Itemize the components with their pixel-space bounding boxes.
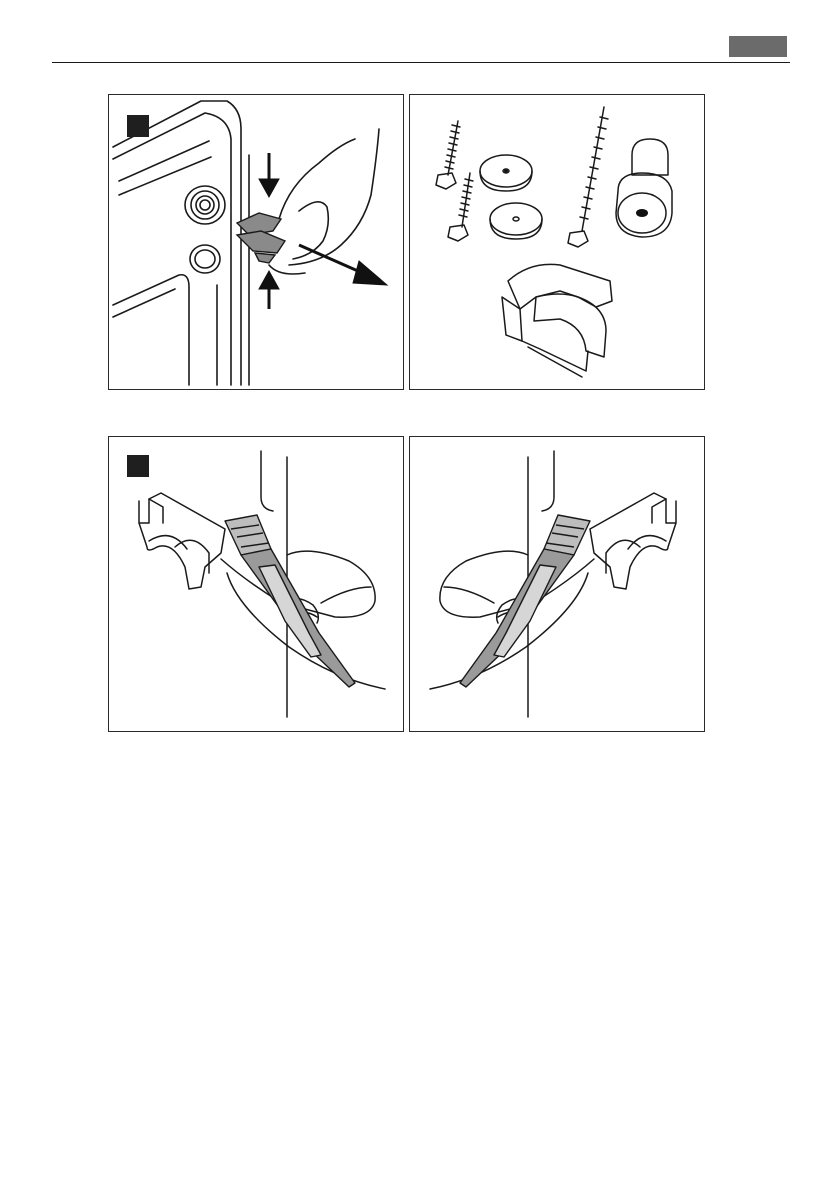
figure-cut-bracket-right: [409, 436, 705, 732]
illustration-cut-bracket-right: [410, 437, 705, 732]
step-marker: [127, 455, 149, 477]
illustration-cut-bracket-left: [109, 437, 404, 732]
step-marker: [127, 115, 149, 137]
figure-remove-transit-clip: [108, 94, 404, 390]
figure-accessory-kit: [409, 94, 705, 390]
section-tab: [729, 36, 787, 57]
illustration-clip-removal: [109, 95, 404, 390]
illustration-accessory-kit: [410, 95, 705, 390]
figure-cut-bracket-left: [108, 436, 404, 732]
header-rule: [52, 62, 790, 63]
